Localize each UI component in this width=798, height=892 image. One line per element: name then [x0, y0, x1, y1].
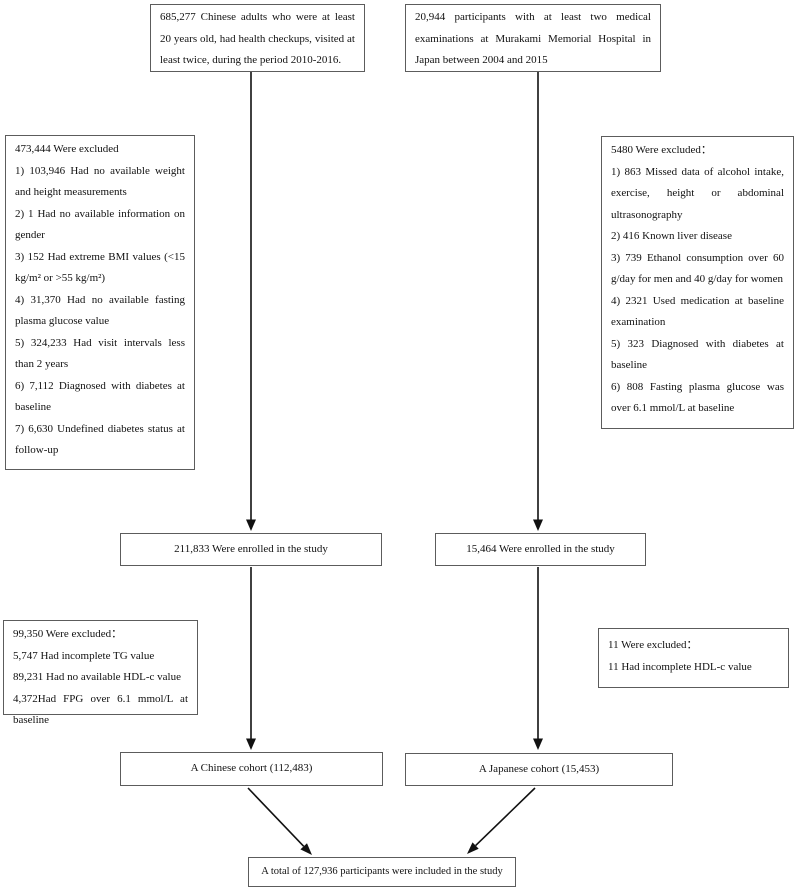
chinese-cohort-box: A Chinese cohort (112,483) — [120, 752, 383, 786]
exclusion-item: 2) 416 Known liver disease — [611, 230, 732, 242]
exclusion-item: 3) 739 Ethanol consumption over 60 g/day… — [611, 251, 784, 286]
arrow-chinese-source-to-enrolled — [246, 72, 256, 531]
arrow-japanese-source-to-enrolled — [533, 72, 543, 531]
exclusion-item: 6) 7,112 Diagnosed with diabetes at base… — [15, 379, 185, 414]
japanese-exclusion-box-2: 11 Were excluded： 11 Had incomplete HDL-… — [598, 628, 789, 688]
japanese-cohort-box: A Japanese cohort (15,453) — [405, 753, 673, 786]
chinese-exclusion-box-1: 473,444 Were excluded 1) 103,946 Had no … — [5, 135, 195, 470]
chinese-cohort-text: A Chinese cohort (112,483) — [190, 762, 313, 775]
exclusion-title: 5480 Were excluded： — [611, 144, 712, 156]
exclusion-item: 3) 152 Had extreme BMI values (<15 kg/m²… — [15, 250, 185, 285]
japanese-exclusion-box-1: 5480 Were excluded： 1) 863 Missed data o… — [601, 136, 794, 429]
chinese-enrolled-text: 211,833 Were enrolled in the study — [174, 542, 328, 555]
exclusion-item: 5) 323 Diagnosed with diabetes at baseli… — [611, 337, 784, 372]
exclusion-item: 5) 324,233 Had visit intervals less than… — [15, 336, 185, 371]
exclusion-item: 5,747 Had incomplete TG value — [13, 649, 155, 662]
chinese-exclusion-box-2: 99,350 Were excluded： 5,747 Had incomple… — [3, 620, 198, 726]
total-included-text: A total of 127,936 participants were inc… — [261, 866, 503, 878]
japanese-source-box: 20,944 participants with at least two me… — [405, 4, 661, 72]
exclusion-title: 99,350 Were excluded： — [13, 628, 123, 640]
exclusion-item: 1) 863 Missed data of alcohol intake, ex… — [611, 165, 784, 221]
japanese-enrolled-box: 15,464 Were enrolled in the study — [435, 533, 646, 566]
japanese-enrolled-text: 15,464 Were enrolled in the study — [466, 542, 615, 555]
exclusion-item: 6) 808 Fasting plasma glucose was over 6… — [611, 380, 784, 415]
japanese-cohort-text: A Japanese cohort (15,453) — [478, 762, 600, 775]
exclusion-title: 473,444 Were excluded — [15, 143, 119, 155]
exclusion-item: 4) 2321 Used medication at baseline exam… — [611, 294, 784, 329]
exclusion-item: 89,231 Had no available HDL-c value — [13, 671, 181, 683]
exclusion-item: 4) 31,370 Had no available fasting plasm… — [15, 293, 185, 328]
arrow-chinese-cohort-to-total — [247, 787, 312, 855]
arrow-chinese-enrolled-to-cohort — [246, 567, 256, 750]
chinese-source-box: 685,277 Chinese adults who were at least… — [150, 4, 365, 72]
japanese-source-text: 20,944 participants with at least two me… — [415, 11, 651, 66]
chinese-enrolled-box: 211,833 Were enrolled in the study — [120, 533, 382, 566]
chinese-source-text: 685,277 Chinese adults who were at least… — [160, 11, 355, 66]
arrow-japanese-enrolled-to-cohort — [533, 567, 543, 750]
total-included-box: A total of 127,936 participants were inc… — [248, 857, 516, 887]
arrow-japanese-cohort-to-total — [467, 787, 536, 854]
exclusion-title: 11 Were excluded： — [608, 639, 698, 651]
exclusion-item: 1) 103,946 Had no available weight and h… — [15, 164, 185, 199]
exclusion-item: 4,372Had FPG over 6.1 mmol/L at baseline — [13, 692, 188, 727]
exclusion-item: 2) 1 Had no available information on gen… — [15, 207, 185, 242]
exclusion-item: 7) 6,630 Undefined diabetes status at fo… — [15, 422, 185, 457]
exclusion-item: 11 Had incomplete HDL-c value — [608, 660, 752, 673]
